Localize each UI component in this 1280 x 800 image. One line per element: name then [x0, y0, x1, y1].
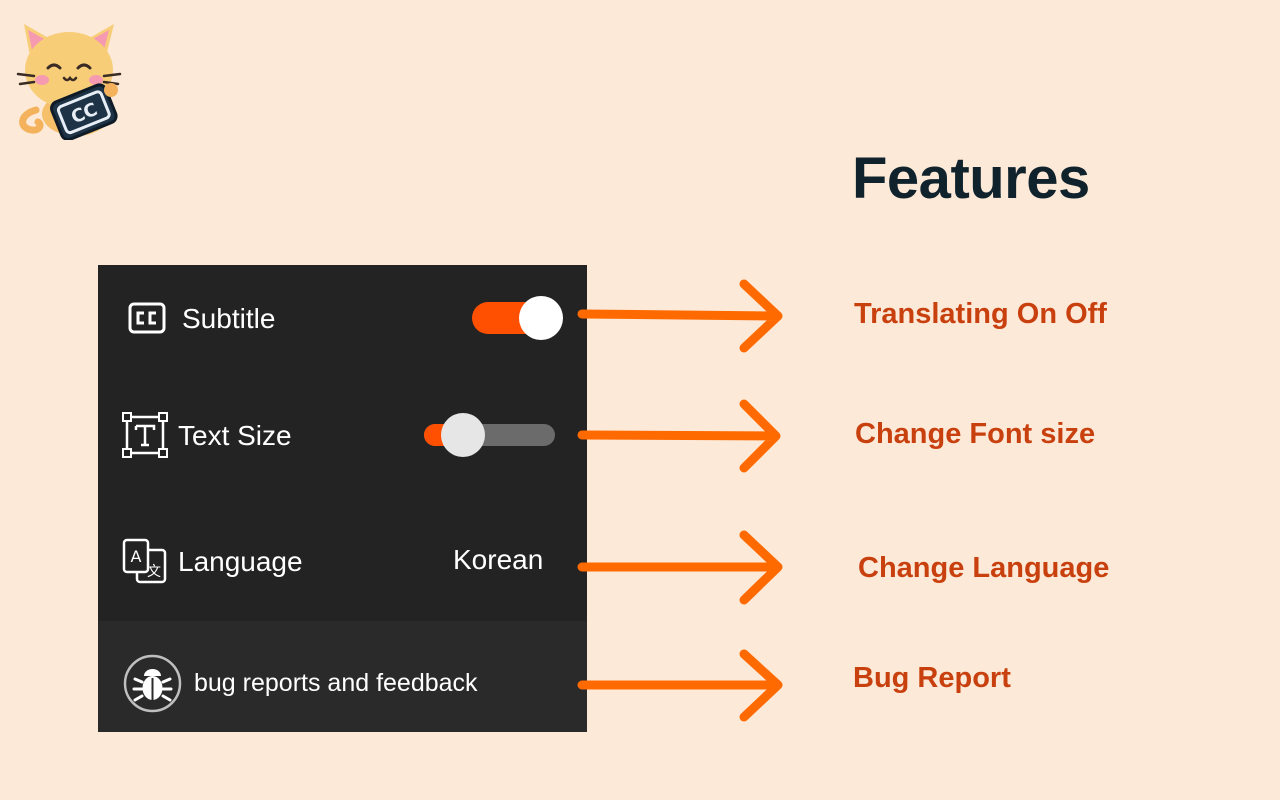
- language-label: Language: [178, 546, 303, 577]
- callout-bug-report: Bug Report: [853, 662, 1011, 694]
- svg-text:A: A: [131, 547, 142, 566]
- translate-icon: A 文: [122, 538, 167, 584]
- callout-language: Change Language: [858, 552, 1110, 584]
- text-size-slider-handle[interactable]: [441, 413, 486, 457]
- cc-icon: [128, 302, 166, 334]
- feedback-label[interactable]: bug reports and feedback: [194, 669, 478, 697]
- language-value[interactable]: Korean: [453, 544, 544, 575]
- callout-font-size: Change Font size: [855, 418, 1096, 450]
- svg-text:文: 文: [147, 564, 161, 580]
- arrow-icon: [577, 530, 783, 605]
- bug-icon[interactable]: [123, 654, 182, 713]
- page-title: Features: [852, 146, 1090, 211]
- subtitle-toggle-knob[interactable]: [519, 296, 563, 340]
- arrow-icon: [577, 399, 781, 473]
- text-size-label: Text Size: [178, 420, 292, 451]
- arrow-icon: [577, 649, 783, 722]
- text-size-icon: [122, 412, 168, 458]
- cat-cc-mascot-icon: CC: [16, 24, 122, 140]
- callout-translating: Translating On Off: [854, 298, 1107, 330]
- subtitle-label: Subtitle: [182, 303, 276, 334]
- arrow-icon: [577, 279, 783, 353]
